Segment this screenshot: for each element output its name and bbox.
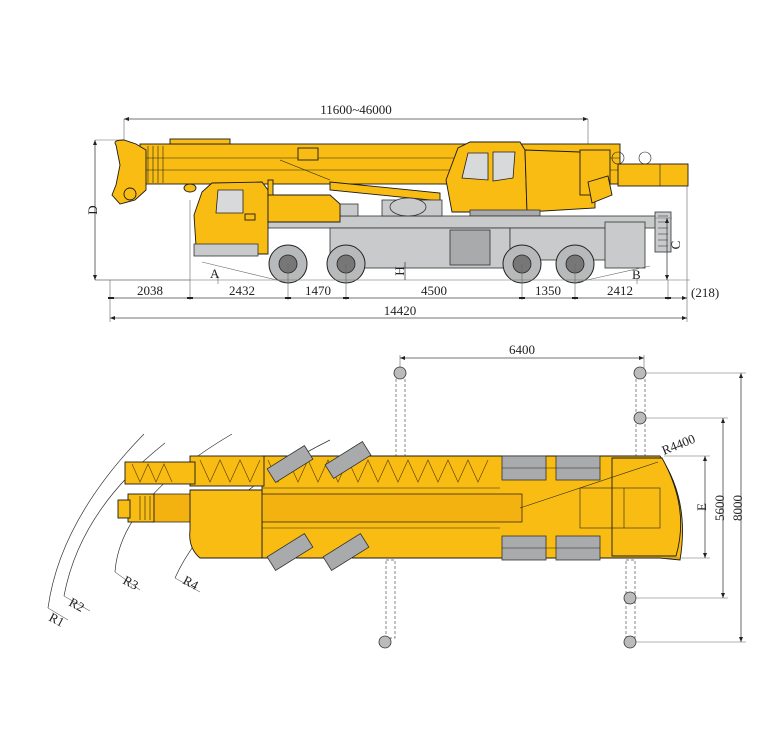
turning-radius-arcs: R1 R2 R3 R4 bbox=[47, 433, 331, 630]
outrigger-longitudinal-dimension: 6400 bbox=[399, 342, 645, 368]
tail-swing-radius-label: R4400 bbox=[660, 431, 698, 458]
radius-r4-label: R4 bbox=[181, 572, 202, 593]
dim-axle1-to-axle2: 1470 bbox=[305, 283, 331, 298]
top-view: 6400 R1 R2 R3 R4 bbox=[47, 342, 746, 649]
dim-rear-extra: (218) bbox=[691, 285, 719, 300]
width-e-label: E bbox=[694, 503, 709, 511]
rear-height-dimension: C bbox=[655, 217, 683, 280]
radius-r3-label: R3 bbox=[121, 572, 141, 592]
width-e-dimension: E bbox=[664, 455, 710, 559]
ground-clearance-dimension: H bbox=[392, 262, 407, 280]
segment-dimensions: 2038 2432 1470 4500 1350 2412 (218) bbox=[108, 186, 719, 322]
outriggers bbox=[378, 366, 647, 649]
outrigger-full-span-label: 8000 bbox=[730, 495, 745, 521]
boom-length-dimension: 11600~46000 bbox=[123, 102, 589, 160]
departure-angle-label: B bbox=[632, 267, 641, 282]
dim-front-to-axle1: 2432 bbox=[229, 283, 255, 298]
dim-axle3-to-axle4: 1350 bbox=[535, 283, 561, 298]
crane-top-body bbox=[117, 441, 683, 571]
outrigger-full-span-dimension: 8000 bbox=[636, 372, 746, 643]
radius-r1-label: R1 bbox=[47, 609, 67, 629]
rear-height-c-label: C bbox=[668, 241, 683, 250]
approach-angle-label: A bbox=[210, 266, 220, 281]
outrigger-mid-span-dimension: 5600 bbox=[636, 417, 728, 599]
boom-length-label: 11600~46000 bbox=[320, 102, 392, 117]
outrigger-span-label: 6400 bbox=[509, 342, 535, 357]
ground-clearance-label: H bbox=[392, 266, 407, 275]
overall-length-dimension: 14420 bbox=[110, 303, 687, 320]
side-view: 11600~46000 D bbox=[85, 102, 719, 322]
height-d-label: D bbox=[85, 205, 100, 214]
overall-length-label: 14420 bbox=[384, 303, 417, 318]
dim-front-overhang: 2038 bbox=[137, 283, 163, 298]
superstructure bbox=[445, 141, 689, 217]
driver-cab bbox=[183, 179, 341, 257]
outrigger-mid-span-label: 5600 bbox=[712, 495, 727, 521]
dim-axle2-to-axle3: 4500 bbox=[421, 283, 447, 298]
dim-rear-overhang: 2412 bbox=[607, 283, 633, 298]
radius-r2-label: R2 bbox=[67, 594, 87, 614]
